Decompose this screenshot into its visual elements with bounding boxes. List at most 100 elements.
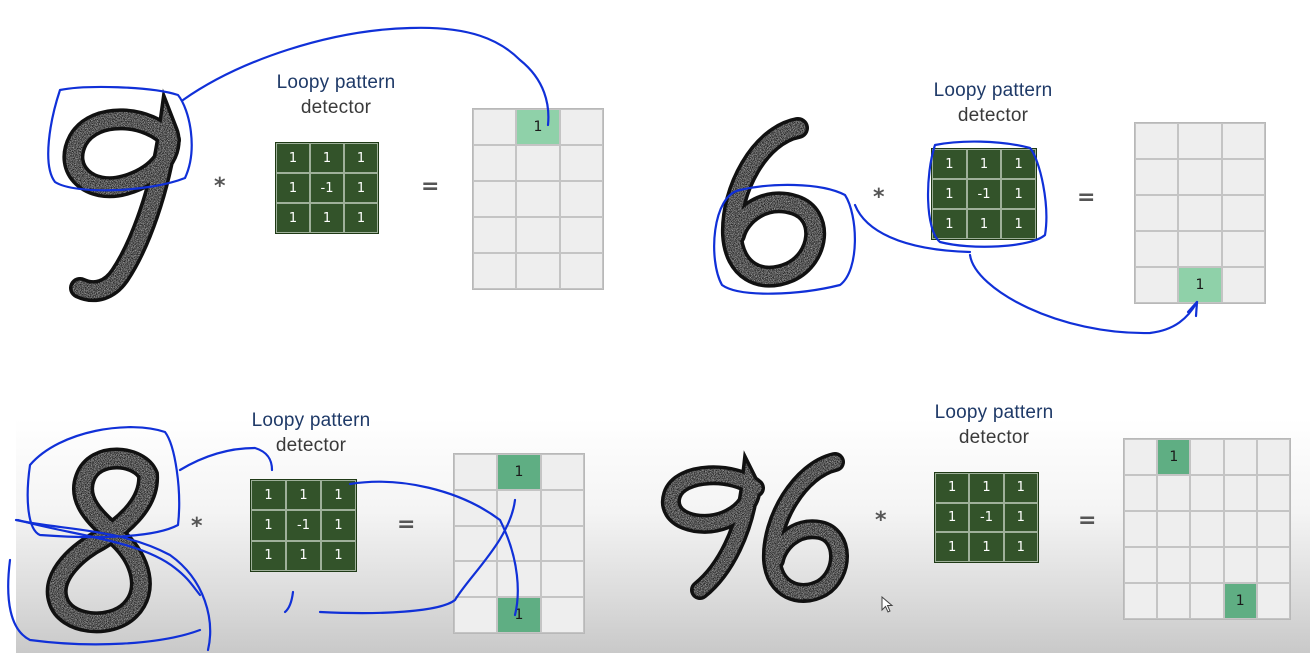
feature-map-cell [497, 489, 541, 526]
feature-map-grid: 1 [1134, 122, 1266, 304]
feature-map-cell [1256, 439, 1290, 475]
annotation-loop-six [713, 183, 856, 295]
feature-map-cell [454, 525, 498, 562]
feature-map-cell [1256, 547, 1290, 583]
feature-map-cell [1256, 511, 1290, 547]
feature-map-cell [454, 454, 498, 490]
kernel-cell: 1 [310, 143, 344, 173]
feature-map-cell [473, 181, 517, 217]
feature-map-cell [454, 561, 498, 598]
kernel-cell: 1 [1001, 209, 1036, 239]
kernel-cell: 1 [1003, 473, 1038, 503]
feature-map-cell [1124, 583, 1158, 619]
kernel-cell: 1 [321, 540, 356, 571]
kernel-cell: 1 [344, 143, 378, 173]
feature-map-cell [540, 525, 584, 562]
feature-map-hit-cell: 1 [497, 454, 541, 490]
kernel-cell: -1 [286, 510, 321, 541]
kernel-cell: 1 [276, 143, 310, 173]
detector-title-line1: Loopy pattern [276, 72, 396, 93]
kernel-cell: 1 [276, 173, 310, 203]
feature-map-cell [1221, 195, 1265, 231]
feature-map-cell [1135, 267, 1179, 303]
feature-map-cell [1190, 583, 1224, 619]
kernel-cell: -1 [969, 502, 1004, 533]
digit-nine-drawing [62, 88, 181, 303]
kernel-cell: 1 [932, 149, 967, 179]
kernel-cell: 1 [321, 510, 356, 541]
feature-map-cell [473, 253, 517, 289]
kernel-cell: 1 [1001, 179, 1036, 209]
feature-map-cell [1135, 231, 1179, 267]
feature-map-cell [1124, 547, 1158, 583]
feature-map-cell [559, 217, 603, 253]
feature-map-cell [1157, 583, 1191, 619]
feature-map-cell [1190, 439, 1224, 475]
feature-map-cell [1135, 195, 1179, 231]
kernel-cell: 1 [1003, 502, 1038, 533]
feature-map-cell [1157, 475, 1191, 511]
feature-map-cell [516, 253, 560, 289]
feature-map-cell [1223, 475, 1257, 511]
kernel-cell: 1 [251, 480, 286, 511]
detector-title: Loopy pattern detector [216, 408, 406, 458]
kernel-cell: 1 [1001, 149, 1036, 179]
feature-map-cell [540, 454, 584, 490]
feature-map-cell [1221, 159, 1265, 195]
kernel-cell: 1 [310, 203, 344, 233]
feature-map-cell [540, 561, 584, 598]
kernel-cell: 1 [935, 502, 970, 533]
kernel-cell: 1 [344, 173, 378, 203]
convolution-operator: * [873, 185, 885, 210]
digit-six-drawing [720, 117, 827, 288]
convolution-operator: * [214, 174, 226, 199]
feature-map-hit-cell: 1 [516, 109, 560, 145]
kernel-cell: 1 [286, 540, 321, 571]
feature-map-cell [1221, 267, 1265, 303]
feature-map-cell [1124, 439, 1158, 475]
feature-map-cell [1157, 511, 1191, 547]
feature-map-cell [1190, 547, 1224, 583]
feature-map-cell [1178, 159, 1222, 195]
kernel-cell: 1 [251, 510, 286, 541]
equals-sign: = [1078, 508, 1097, 533]
kernel-cell: 1 [932, 179, 967, 209]
convolution-operator: * [191, 514, 203, 539]
feature-map-cell [1178, 195, 1222, 231]
kernel-cell: 1 [935, 532, 970, 562]
kernel-cell: 1 [932, 209, 967, 239]
feature-map-cell [473, 109, 517, 145]
feature-map-cell [454, 489, 498, 526]
detector-title-line1: Loopy pattern [934, 402, 1054, 423]
equals-sign: = [1077, 185, 1096, 210]
feature-map-cell [516, 145, 560, 181]
feature-map-cell [1223, 439, 1257, 475]
feature-map-cell [1178, 123, 1222, 159]
feature-map-cell [1124, 475, 1158, 511]
annotation-arrow-six-head [1186, 300, 1199, 318]
feature-map-cell [1221, 123, 1265, 159]
feature-map-cell [516, 217, 560, 253]
detector-title: Loopy pattern detector [241, 70, 431, 120]
feature-map-cell [497, 561, 541, 598]
kernel-cell: 1 [966, 149, 1002, 179]
kernel-cell: 1 [935, 473, 970, 503]
feature-map-cell [1190, 475, 1224, 511]
kernel-cell: -1 [966, 179, 1002, 209]
detector-title-line1: Loopy pattern [933, 80, 1053, 101]
detector-title-line2: detector [275, 435, 347, 456]
feature-map-cell [473, 145, 517, 181]
feature-map-cell [1190, 511, 1224, 547]
feature-map-cell [473, 217, 517, 253]
feature-map-cell [1256, 583, 1290, 619]
kernel-cell: 1 [276, 203, 310, 233]
feature-map-cell [1256, 475, 1290, 511]
feature-map-cell [1178, 231, 1222, 267]
